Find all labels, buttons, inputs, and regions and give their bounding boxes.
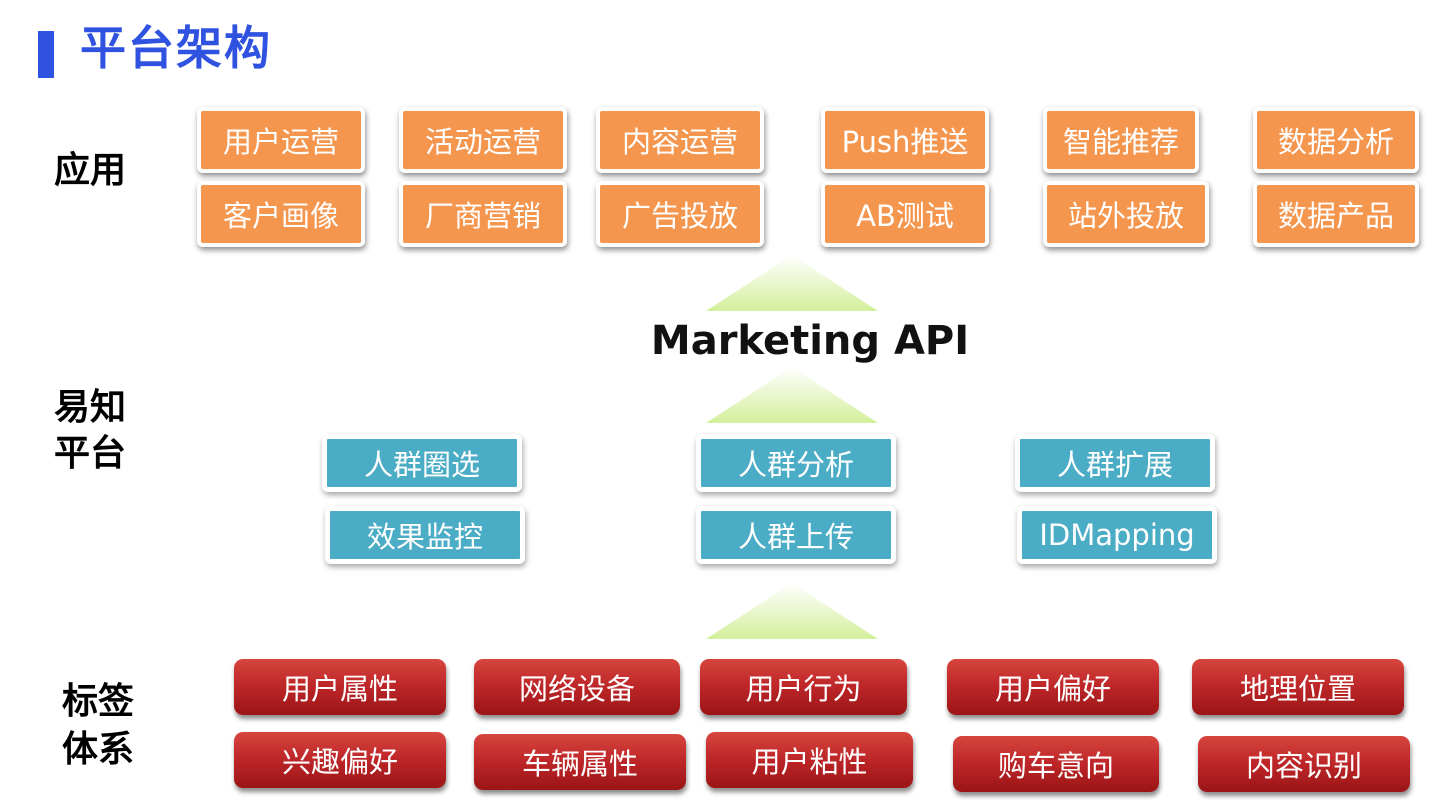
arrow-up-triangle-1	[706, 255, 878, 311]
app-box-smart-recommendation: 智能推荐	[1043, 107, 1199, 173]
platform-box-audience-expansion: 人群扩展	[1015, 434, 1215, 492]
tag-box-user-attributes: 用户属性	[234, 659, 446, 715]
app-box-user-operation: 用户运营	[197, 107, 365, 173]
platform-box-effect-monitoring: 效果监控	[325, 506, 525, 564]
section-label-tags-1: 标签	[62, 681, 135, 722]
title-accent-bar	[38, 31, 54, 78]
app-box-ad-placement: 广告投放	[596, 181, 764, 247]
tag-box-purchase-intent: 购车意向	[953, 736, 1159, 792]
app-box-offsite-placement: 站外投放	[1043, 181, 1209, 247]
tag-box-interest-preference: 兴趣偏好	[234, 732, 446, 788]
arrow-up-triangle-3	[706, 583, 878, 639]
app-box-campaign-operation: 活动运营	[399, 107, 567, 173]
section-label-application: 应用	[54, 150, 127, 191]
app-box-data-product: 数据产品	[1253, 181, 1419, 247]
section-label-platform-2: 平台	[54, 433, 127, 474]
tag-box-network-device: 网络设备	[474, 659, 680, 715]
platform-box-audience-analysis: 人群分析	[696, 434, 896, 492]
tag-box-user-preference: 用户偏好	[947, 659, 1159, 715]
tag-box-vehicle-attributes: 车辆属性	[474, 734, 686, 790]
app-box-vendor-marketing: 厂商营销	[399, 181, 567, 247]
tag-box-geo-location: 地理位置	[1192, 659, 1404, 715]
page-title: 平台架构	[80, 21, 272, 75]
app-box-push: Push推送	[821, 107, 989, 173]
tag-box-user-behavior: 用户行为	[700, 659, 907, 715]
platform-box-audience-selection: 人群圈选	[322, 434, 522, 492]
app-box-content-operation: 内容运营	[596, 107, 764, 173]
app-box-customer-profile: 客户画像	[197, 181, 365, 247]
app-box-ab-test: AB测试	[821, 181, 989, 247]
platform-box-idmapping: IDMapping	[1017, 506, 1217, 564]
section-label-tags-2: 体系	[62, 729, 135, 770]
app-box-data-analysis: 数据分析	[1253, 107, 1419, 173]
tag-box-content-recognition: 内容识别	[1198, 736, 1410, 792]
marketing-api-label: Marketing API	[650, 318, 970, 364]
platform-box-audience-upload: 人群上传	[696, 506, 896, 564]
arrow-up-triangle-2	[706, 367, 878, 423]
section-label-platform-1: 易知	[54, 387, 127, 428]
tag-box-user-stickiness: 用户粘性	[706, 732, 913, 788]
